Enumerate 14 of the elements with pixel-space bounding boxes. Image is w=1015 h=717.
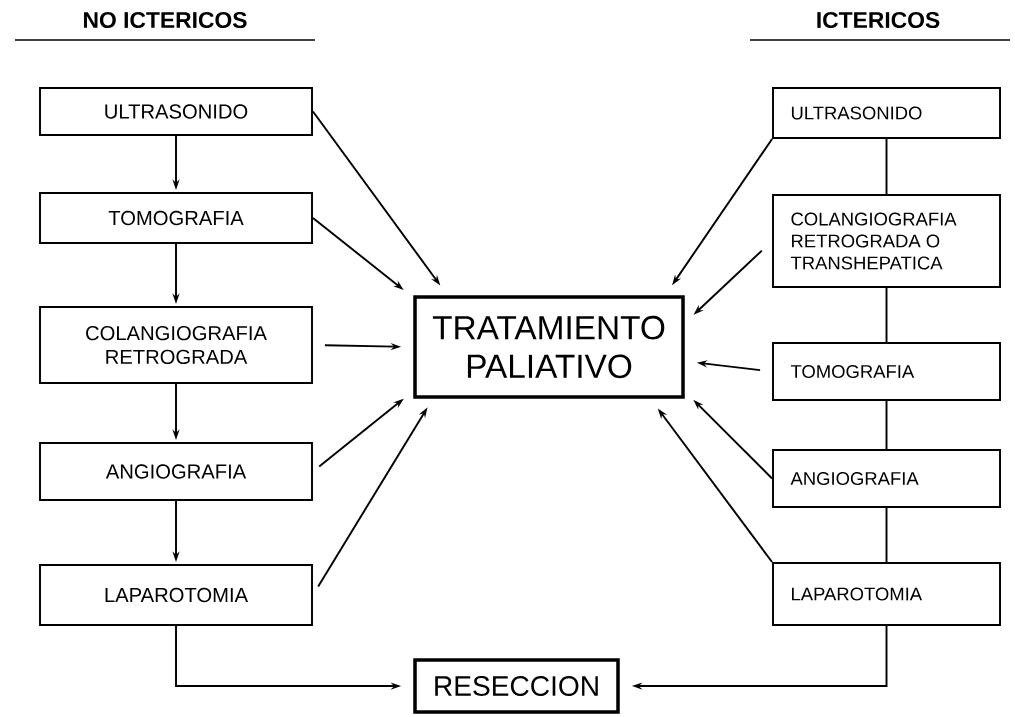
column-heading: ICTERICOS bbox=[817, 11, 940, 29]
treatment-box: TRATAMIENTO PALIATIVO bbox=[413, 295, 685, 399]
study-box: ANGIOGRAFIA bbox=[772, 449, 1001, 508]
study-box: ULTRASONIDO bbox=[772, 87, 1001, 139]
column-heading: NO ICTERICOS bbox=[84, 11, 247, 29]
study-box: TOMOGRAFIA bbox=[39, 192, 313, 244]
study-box: LAPAROTOMIA bbox=[772, 562, 1001, 626]
outcome-box: RESECCION bbox=[413, 658, 620, 714]
study-box: TOMOGRAFIA bbox=[772, 342, 1001, 401]
study-box: LAPAROTOMIA bbox=[39, 564, 313, 626]
study-box: ULTRASONIDO bbox=[39, 87, 313, 136]
study-box: COLANGIOGRAFIA RETROGRADA O TRANSHEPATICA bbox=[772, 194, 1001, 288]
study-box: ANGIOGRAFIA bbox=[39, 442, 313, 501]
study-box: COLANGIOGRAFIA RETROGRADA bbox=[39, 306, 313, 384]
